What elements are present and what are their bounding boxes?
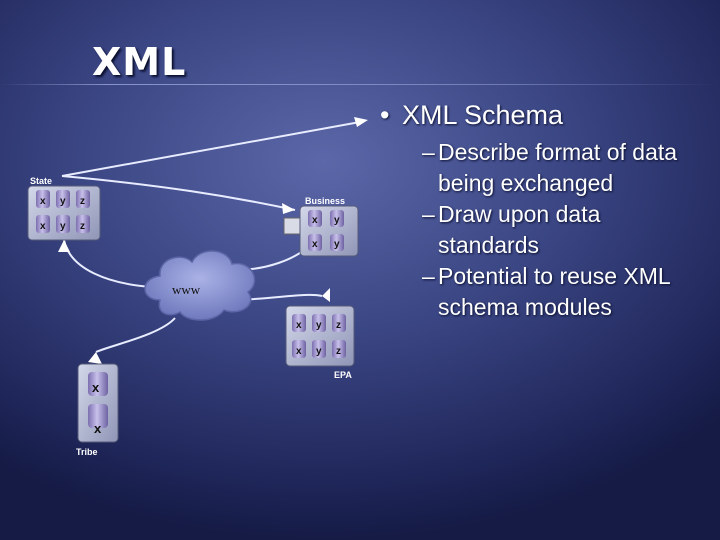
arrow-head-icon <box>88 352 102 364</box>
bullet-dot-icon: • <box>380 100 390 130</box>
epa-cell: x <box>296 346 302 357</box>
tribe-label: Tribe <box>76 447 98 457</box>
state-cell: z <box>80 196 85 207</box>
sub-bullet-describe: – Describe format of data being exchange… <box>380 137 710 199</box>
business-label: Business <box>305 196 345 206</box>
sub-bullet-line: standards <box>438 232 540 258</box>
sub-bullet-line: Draw upon data <box>438 201 601 227</box>
epa-node: x y z x y z EPA <box>285 305 355 380</box>
sub-bullet-line: being exchanged <box>438 170 614 196</box>
line-state-arrow <box>61 121 361 177</box>
tribe-cell: x <box>94 421 102 436</box>
tribe-node: x x Tribe <box>76 363 119 457</box>
dash-icon: – <box>422 139 435 165</box>
dash-icon: – <box>422 263 435 289</box>
sub-bullet-reuse: – Potential to reuse XML schema modules <box>380 261 710 323</box>
dash-icon: – <box>422 201 435 227</box>
sub-bullet-draw: – Draw upon data standards <box>380 199 710 261</box>
epa-cell: y <box>316 346 322 357</box>
epa-cell: z <box>336 320 341 331</box>
epa-cell: z <box>336 346 341 357</box>
business-node: Business x y x y <box>283 196 359 257</box>
line-cloud-tribe <box>95 317 176 353</box>
business-cell: x <box>312 215 318 226</box>
arrow-head-icon <box>58 240 70 252</box>
bullet-text: XML Schema <box>402 100 564 130</box>
state-cell: y <box>60 196 66 207</box>
bullet-xml-schema: • XML Schema <box>380 99 710 131</box>
www-cloud-icon: www <box>144 250 256 321</box>
arrow-head-icon <box>354 117 368 127</box>
sub-bullet-line: Potential to reuse XML <box>438 263 671 289</box>
business-cell: y <box>334 239 340 250</box>
line-state-cloud <box>63 239 153 288</box>
line-state-business <box>61 175 296 211</box>
epa-label: EPA <box>334 370 352 380</box>
state-cell: x <box>40 196 46 207</box>
state-cell: z <box>80 221 85 232</box>
arrow-head-icon <box>282 203 295 214</box>
sub-bullet-list: – Describe format of data being exchange… <box>380 137 710 323</box>
state-label: State <box>30 176 52 186</box>
epa-cell: x <box>296 320 302 331</box>
state-node: State x y z x y z <box>27 176 101 241</box>
state-cylinders <box>36 190 90 233</box>
arrow-head-icon <box>322 288 330 302</box>
business-cell: y <box>334 215 340 226</box>
title-divider <box>0 84 720 85</box>
bullet-list: • XML Schema – Describe format of data be… <box>380 99 710 323</box>
epa-cell: y <box>316 320 322 331</box>
cloud-label: www <box>172 282 201 297</box>
slide-title: XML <box>92 40 187 84</box>
sub-bullet-line: schema modules <box>438 294 612 320</box>
tribe-cell: x <box>92 380 100 395</box>
server-icon <box>283 217 301 235</box>
state-cell: y <box>60 221 66 232</box>
sub-bullet-line: Describe format of data <box>438 139 678 165</box>
business-cell: x <box>312 239 318 250</box>
state-cell: x <box>40 221 46 232</box>
